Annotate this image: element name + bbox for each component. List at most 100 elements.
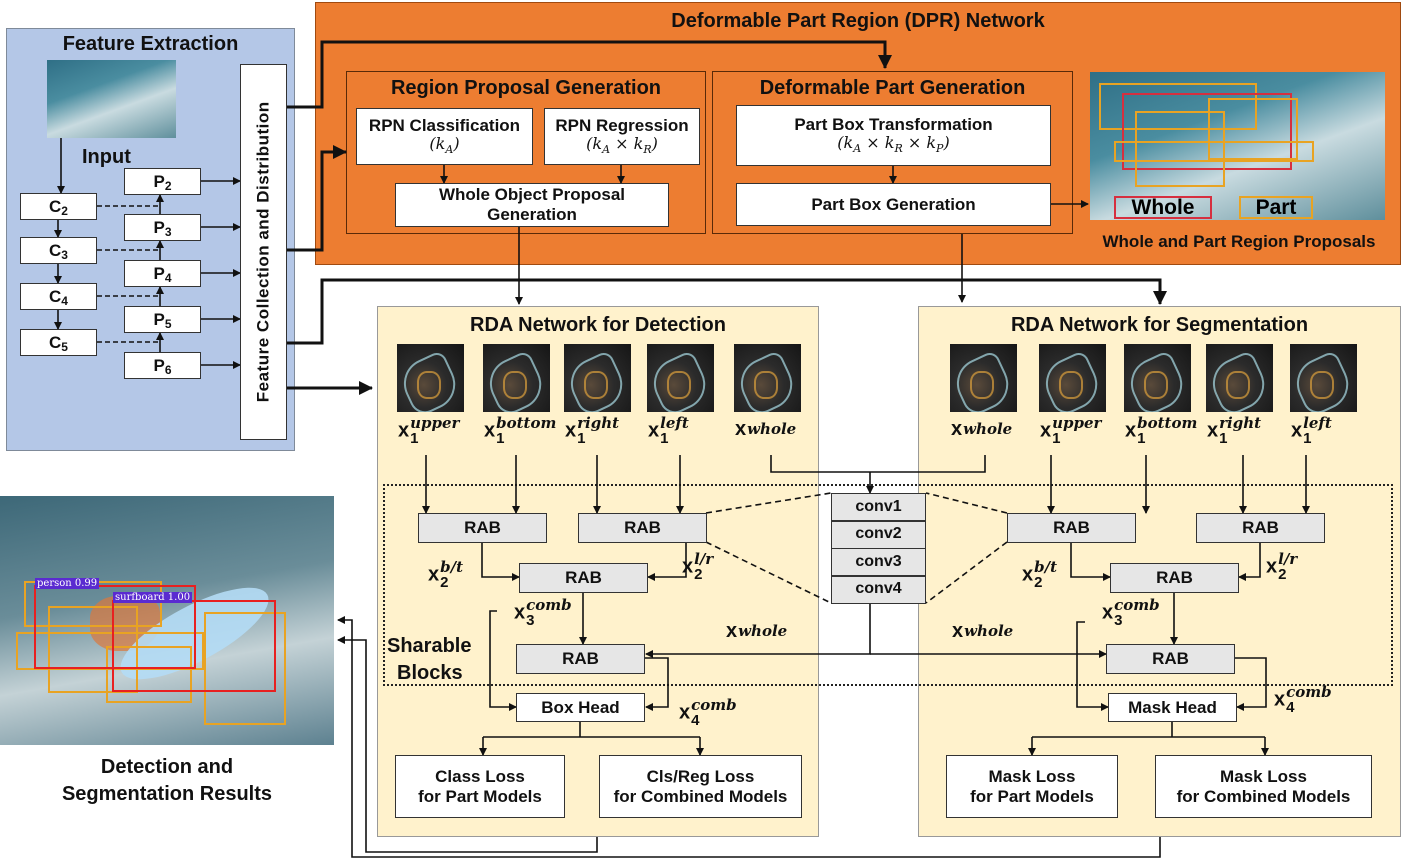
- part-box-generation-box: Part Box Generation: [736, 183, 1051, 226]
- proposals-caption: Whole and Part Region Proposals: [1102, 232, 1376, 251]
- part-box-generation-label: Part Box Generation: [811, 194, 976, 214]
- subscript: 2: [440, 574, 449, 591]
- whole-object-proposal-box: Whole Object Proposal Generation: [395, 183, 669, 227]
- superscript: whole: [964, 622, 1014, 640]
- arrow: [489, 610, 517, 711]
- sharable-label-line2: Blocks: [397, 662, 463, 684]
- superscript: l/r: [1278, 550, 1298, 568]
- superscript: comb: [691, 696, 737, 714]
- rab-block: RAB: [578, 513, 707, 543]
- superscript: whole: [747, 420, 797, 438]
- share-link: [705, 541, 832, 604]
- subscript: 1: [1137, 430, 1146, 447]
- rab-block: RAB: [1007, 513, 1136, 543]
- sharable-label-line1: Sharable: [387, 635, 472, 657]
- segmentation-title: RDA Network for Segmentation: [1010, 314, 1309, 336]
- block-sub: 3: [164, 225, 172, 240]
- rpn-regression-box: RPN Regression (kA × kR): [544, 108, 700, 165]
- superscript: whole: [738, 622, 788, 640]
- arrow: [1235, 657, 1267, 711]
- arrow: [481, 543, 520, 581]
- part-box-transformation-formula: (kA × kR × kP): [837, 133, 950, 156]
- conv1-block: conv1: [831, 493, 926, 521]
- subscript: 4: [691, 712, 700, 729]
- superscript: comb: [1286, 683, 1332, 701]
- block-base: P: [153, 263, 165, 283]
- dpg-title: Deformable Part Generation: [759, 77, 1026, 99]
- subscript: 1: [1303, 430, 1312, 447]
- subscript: 3: [526, 612, 535, 629]
- block-sub: 5: [61, 340, 68, 355]
- input-image: [47, 60, 176, 138]
- feature-extraction-title: Feature Extraction: [62, 33, 239, 55]
- block-sub: 6: [164, 363, 172, 378]
- block-base: P: [153, 355, 165, 375]
- surfboard-box: [112, 600, 276, 692]
- feature-collection-label: Feature Collection and Distribution: [253, 101, 273, 403]
- subscript: 4: [1286, 699, 1295, 716]
- loss-line2: for Combined Models: [1176, 786, 1351, 806]
- whole-legend-label: Whole: [1131, 196, 1195, 219]
- loss-line2: for Combined Models: [613, 786, 788, 806]
- input-label: Input: [82, 146, 131, 168]
- rab-block: RAB: [1106, 644, 1235, 674]
- block-base: C: [49, 286, 62, 306]
- arrow: [287, 40, 892, 109]
- subscript: 2: [1034, 574, 1043, 591]
- block-base: C: [49, 196, 62, 216]
- loss-line1: Mask Loss: [1220, 766, 1307, 786]
- share-link: [925, 492, 1008, 514]
- rab-block: RAB: [1196, 513, 1325, 543]
- superscript: upper: [410, 414, 460, 432]
- feature-map-upper: [397, 344, 464, 412]
- whole-object-proposal-label: Whole Object Proposal Generation: [438, 185, 626, 224]
- loss-line2: for Part Models: [970, 786, 1094, 806]
- block-sub: 3: [61, 248, 68, 263]
- mask-head: Mask Head: [1108, 693, 1237, 722]
- proposals-image: Whole Part: [1090, 72, 1385, 220]
- conv4-block: conv4: [831, 575, 926, 604]
- subscript: 1: [410, 430, 419, 447]
- part-proposal-box: [1208, 98, 1298, 160]
- rpn-regression-label: RPN Regression: [555, 115, 689, 135]
- block-sub: 2: [164, 179, 172, 194]
- rab-block: RAB: [1110, 563, 1239, 593]
- results-caption-line2: Segmentation Results: [61, 783, 273, 805]
- superscript: right: [1219, 414, 1262, 432]
- subscript: 3: [1114, 612, 1123, 629]
- results-caption: Detection and Segmentation Results: [0, 754, 334, 808]
- subscript: 2: [1278, 566, 1287, 583]
- person-detection-label: person 0.99: [35, 578, 100, 589]
- block-base: P: [153, 171, 165, 191]
- superscript: comb: [526, 596, 572, 614]
- superscript: right: [577, 414, 620, 432]
- part-box: [106, 646, 192, 703]
- superscript: bottom: [1137, 414, 1198, 432]
- feature-map-left: [647, 344, 714, 412]
- part-box: [204, 612, 286, 725]
- feature-map-bottom: [1124, 344, 1191, 412]
- rab-block: RAB: [418, 513, 547, 543]
- detection-title: RDA Network for Detection: [470, 314, 726, 336]
- loss-line2: for Part Models: [418, 786, 542, 806]
- feature-collection-box: Feature Collection and Distribution: [240, 64, 287, 440]
- results-image: person 0.99 surfboard 1.00: [0, 496, 334, 745]
- share-link: [925, 541, 1008, 604]
- deformable-part-panel: [712, 71, 1073, 234]
